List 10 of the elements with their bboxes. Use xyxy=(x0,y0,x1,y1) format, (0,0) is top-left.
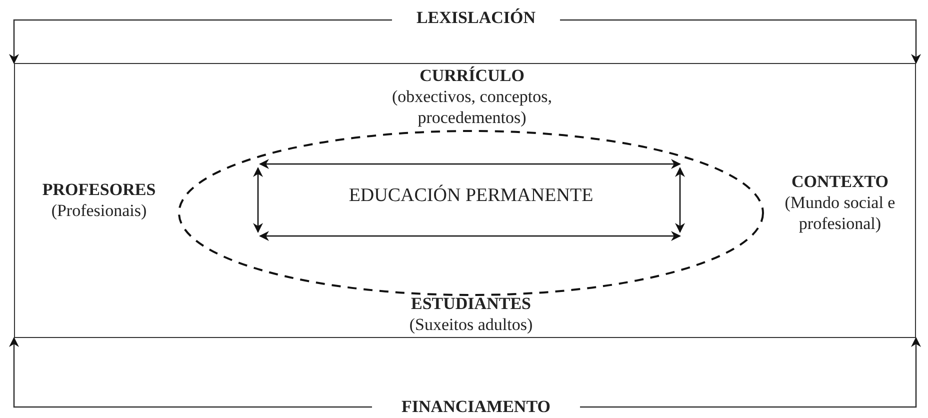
label-with-note: PROFESORES (Profesionais) xyxy=(19,179,179,223)
arrow xyxy=(9,19,392,64)
center-label: EDUCACIÓN PERMANENTE xyxy=(271,185,671,211)
label-with-note: ESTUDIANTES (Suxeitos adultos) xyxy=(367,293,575,337)
arrow xyxy=(580,337,921,408)
frame-rectangle xyxy=(14,63,916,338)
arrow xyxy=(560,19,921,64)
label-with-note: CONTEXTO (Mundo social e profesional) xyxy=(765,171,915,237)
arrow xyxy=(9,337,372,408)
label-with-note: CURRÍCULO (obxectivos, conceptos, procedementos) xyxy=(357,65,587,128)
